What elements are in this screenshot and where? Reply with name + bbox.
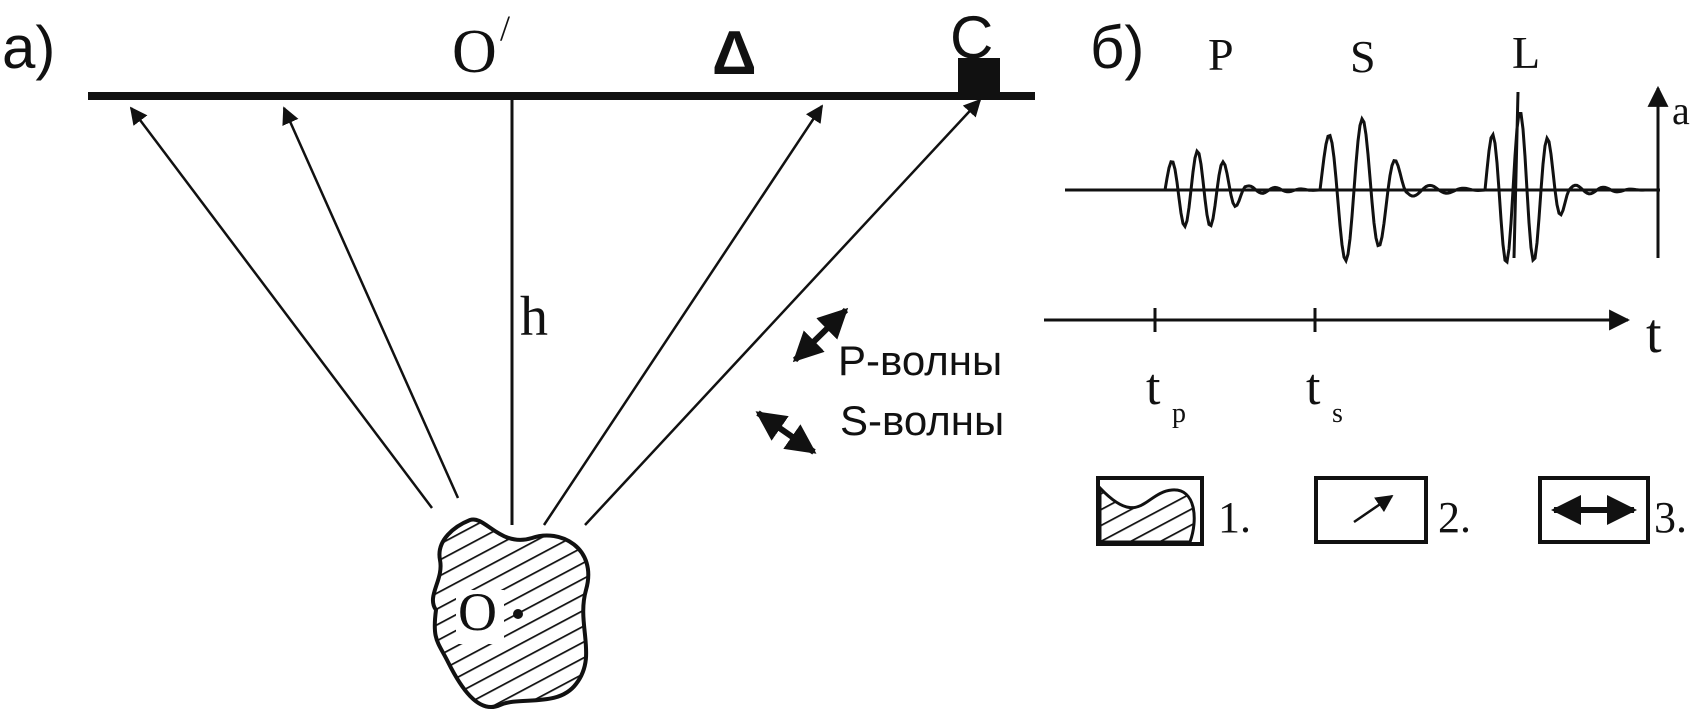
- p-wave-double-arrow-icon: [792, 307, 849, 363]
- focus-label: O: [458, 582, 497, 642]
- phase-p-label: P: [1208, 29, 1234, 80]
- phase-s-label: S: [1350, 31, 1376, 82]
- amplitude-axis-label: a: [1672, 88, 1690, 133]
- s-wave-double-arrow-icon: [755, 410, 817, 455]
- epicenter-label: O: [452, 18, 497, 86]
- ray-2-arrow: [282, 106, 460, 499]
- focus-label-backdrop: [456, 590, 504, 644]
- tp-subscript: p: [1172, 398, 1186, 429]
- panel-b-label: б): [1090, 14, 1144, 81]
- panel-a-label: а): [2, 14, 55, 81]
- ray-1-arrow: [129, 106, 433, 509]
- station-marker: [958, 58, 1000, 96]
- ts-label: t: [1306, 359, 1321, 416]
- ray-3-arrow: [542, 104, 824, 526]
- p-waves-label: P-волны: [838, 337, 1002, 384]
- delta-label: Δ: [712, 19, 757, 88]
- depth-label: h: [520, 286, 548, 348]
- ray-4-arrow: [584, 98, 982, 526]
- hatched-focus-icon: [1098, 484, 1196, 544]
- ts-subscript: s: [1332, 398, 1343, 429]
- time-axis-label: t: [1646, 303, 1662, 365]
- legend-label-2: 2.: [1438, 493, 1471, 542]
- phase-l-label: L: [1512, 27, 1540, 78]
- seismogram-trace: [1163, 91, 1646, 265]
- legend-label-3: 3.: [1654, 493, 1687, 542]
- earthquake-focus-blob: [430, 517, 591, 709]
- legend: 1. 2. 3.: [1096, 476, 1687, 546]
- legend-label-1: 1.: [1218, 493, 1251, 542]
- tp-label: t: [1146, 359, 1161, 416]
- ray-arrow-icon: [1353, 494, 1394, 524]
- epicenter-prime: /: [500, 8, 510, 48]
- focus-point: [513, 609, 523, 619]
- s-waves-label: S-волны: [840, 397, 1004, 444]
